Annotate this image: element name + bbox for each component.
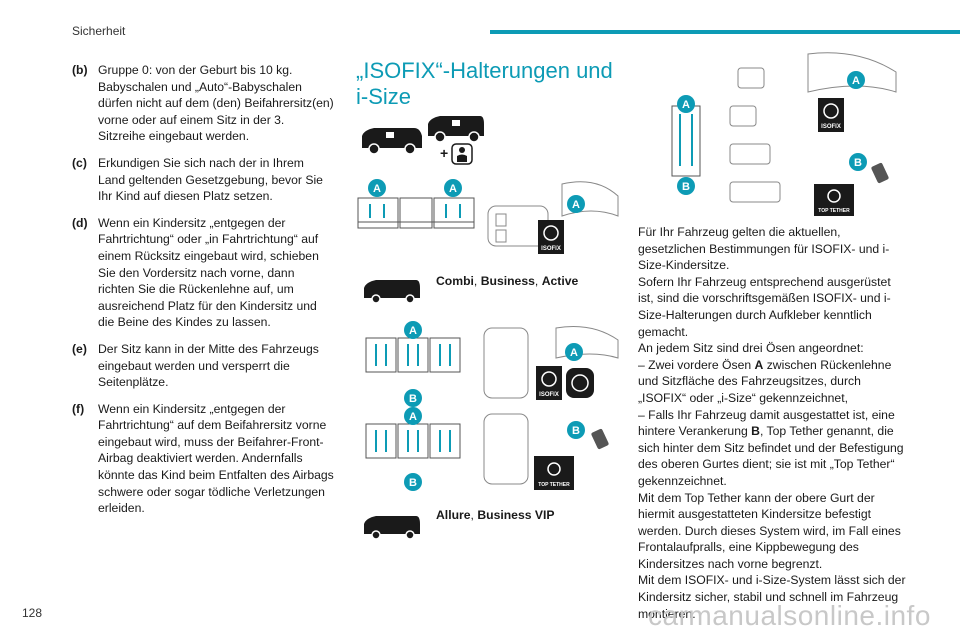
svg-text:+: +: [440, 145, 448, 161]
footnote-item: (c) Erkundigen Sie sich nach der in Ihre…: [72, 155, 334, 205]
caption-variant: Business: [480, 274, 535, 288]
seat-side-view-illustration: [671, 105, 701, 177]
caption-separator: ,: [534, 274, 542, 288]
seat-anchor-closeup-illustration: A: [807, 52, 897, 93]
svg-text:A: A: [373, 183, 381, 195]
svg-text:A: A: [852, 75, 860, 87]
i-size-logo-icon: [566, 368, 594, 398]
svg-text:B: B: [854, 157, 862, 169]
top-tether-logo-icon: TOP TETHER: [814, 184, 854, 216]
anchor-a-marker: A: [677, 95, 695, 113]
van-top-view-illustration: [483, 327, 529, 485]
child-seat-icon: [451, 143, 473, 165]
anchor-b-marker: B: [567, 421, 585, 439]
caption-allure-business-vip: Allure, Business VIP: [436, 508, 555, 522]
footnote-item: (d) Wenn ein Kindersitz „entgegen der Fa…: [72, 215, 334, 331]
isofix-diagram-combi: A A A ISOFIX: [357, 179, 619, 254]
footnotes-list: (b) Gruppe 0: von der Geburt bis 10 kg. …: [72, 62, 334, 527]
isofix-logo-icon: ISOFIX: [818, 98, 844, 132]
caption-separator: ,: [470, 508, 478, 522]
svg-text:A: A: [682, 99, 690, 111]
body-paragraph: Für Ihr Fahrzeug gelten die aktuellen, g…: [638, 225, 890, 273]
footnote-text: Wenn ein Kindersitz „entgegen der Fahrtr…: [98, 215, 319, 330]
footnote-text: Erkundigen Sie sich nach der in Ihrem La…: [98, 155, 323, 204]
van-variant-icon: [364, 280, 420, 304]
footnote-key: (d): [72, 215, 88, 230]
top-tether-hook-illustration: [591, 428, 609, 450]
van-variant-icon: [364, 516, 420, 540]
footnote-text: Gruppe 0: von der Geburt bis 10 kg. Baby…: [98, 63, 334, 144]
isofix-logo-icon: ISOFIX: [538, 220, 564, 254]
anchor-b-marker: B: [404, 473, 422, 491]
footnote-key: (e): [72, 341, 87, 356]
anchor-a-marker: A: [404, 321, 422, 339]
footnote-item: (b) Gruppe 0: von der Geburt bis 10 kg. …: [72, 62, 334, 145]
caption-variant: Business VIP: [477, 508, 555, 522]
body-paragraph: Mit dem ISOFIX- und i-Size-System lässt …: [638, 573, 906, 621]
top-tether-logo-icon: TOP TETHER: [534, 456, 574, 490]
footnote-key: (f): [72, 401, 85, 416]
van-long-icon: [428, 116, 484, 143]
section-header: Sicherheit: [72, 24, 126, 38]
caption-separator: ,: [473, 274, 481, 288]
page-number: 128: [22, 606, 43, 620]
van-short-icon: [362, 128, 422, 155]
footnote-text: Der Sitz kann in der Mitte des Fahrzeugs…: [98, 341, 319, 390]
anchor-a-marker: A: [368, 179, 386, 197]
anchor-b-marker: B: [677, 177, 695, 195]
svg-text:A: A: [409, 325, 417, 337]
caption-variant: Allure: [436, 508, 471, 522]
body-paragraph: An jedem Sitz sind drei Ösen angeordnet:: [638, 341, 864, 356]
body-paragraph: Mit dem Top Tether kann der obere Gurt d…: [638, 490, 901, 571]
caption-variant: Active: [541, 274, 579, 288]
top-tether-hook-illustration: [871, 162, 889, 184]
isofix-diagram-allure: A B A B A ISOFIX: [365, 321, 619, 491]
vehicle-variants-illustration: +: [362, 116, 484, 165]
isofix-logo-icon: ISOFIX: [536, 366, 562, 400]
footnote-text: Wenn ein Kindersitz „entgegen der Fahrtr…: [98, 401, 334, 516]
anchor-a-marker: A: [404, 407, 422, 425]
svg-text:B: B: [409, 393, 417, 405]
anchor-b-marker: B: [849, 153, 867, 171]
svg-text:A: A: [449, 183, 457, 195]
svg-text:ISOFIX: ISOFIX: [539, 392, 559, 398]
section-title: „ISOFIX“-Halterungen und i-Size: [356, 58, 613, 109]
seat-anchor-closeup-illustration: A: [561, 181, 619, 217]
svg-text:ISOFIX: ISOFIX: [541, 246, 561, 252]
isofix-diagram-top-view: A B A ISOFIX B TOP TETHER: [671, 52, 897, 216]
header-accent-bar: [490, 30, 960, 34]
caption-variant: Combi: [436, 274, 474, 288]
row-two-seats-illustration: [365, 423, 461, 459]
svg-text:B: B: [682, 181, 690, 193]
isofix-description: Für Ihr Fahrzeug gelten die aktuellen, g…: [638, 224, 908, 622]
svg-text:A: A: [409, 411, 417, 423]
anchor-b-marker: B: [404, 389, 422, 407]
footnote-item: (f) Wenn ein Kindersitz „entgegen der Fa…: [72, 401, 334, 517]
body-paragraph: Sofern Ihr Fahrzeug entsprechend ausgerü…: [638, 274, 891, 339]
watermark-text: carmanualsonline.info: [648, 600, 931, 631]
footnote-item: (e) Der Sitz kann in der Mitte des Fahrz…: [72, 341, 334, 391]
svg-text:ISOFIX: ISOFIX: [821, 124, 841, 130]
svg-text:B: B: [572, 425, 580, 437]
anchor-a-marker: A: [444, 179, 462, 197]
bullet-top-tether: – Falls Ihr Fahrzeug damit ausgestattet …: [638, 407, 904, 488]
svg-text:TOP TETHER: TOP TETHER: [818, 208, 850, 214]
footnote-key: (c): [72, 155, 87, 170]
svg-text:B: B: [409, 477, 417, 489]
seat-anchor-closeup-illustration: A: [555, 326, 619, 361]
bullet-front-anchors: – Zwei vordere Ösen A zwischen Rückenleh…: [638, 357, 892, 405]
svg-text:TOP TETHER: TOP TETHER: [538, 482, 570, 488]
caption-combi-business-active: Combi, Business, Active: [436, 274, 578, 288]
row-one-seats-illustration: [365, 337, 461, 373]
rear-bench-seat-illustration: [357, 197, 475, 229]
footnote-key: (b): [72, 63, 88, 77]
seat-layout-icons: [729, 67, 781, 203]
svg-text:A: A: [570, 347, 578, 359]
svg-text:A: A: [572, 199, 580, 211]
